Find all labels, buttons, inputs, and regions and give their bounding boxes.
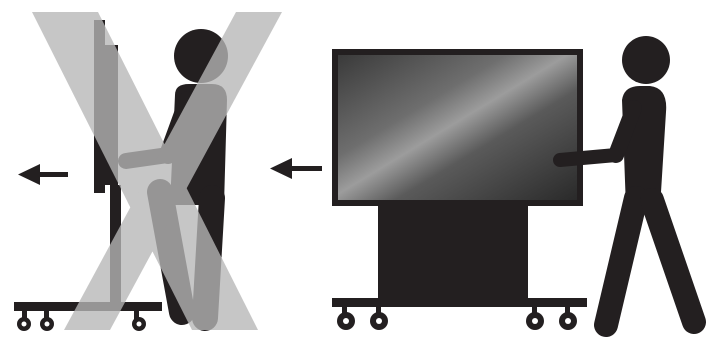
display-front-view-icon [332, 49, 583, 206]
arrow-left-icon [18, 164, 68, 185]
x-cross-icon [32, 12, 282, 330]
arrow-left-icon [270, 158, 322, 179]
correct-method-panel [270, 36, 694, 330]
cart-icon [332, 203, 587, 330]
incorrect-method-panel [14, 12, 282, 331]
